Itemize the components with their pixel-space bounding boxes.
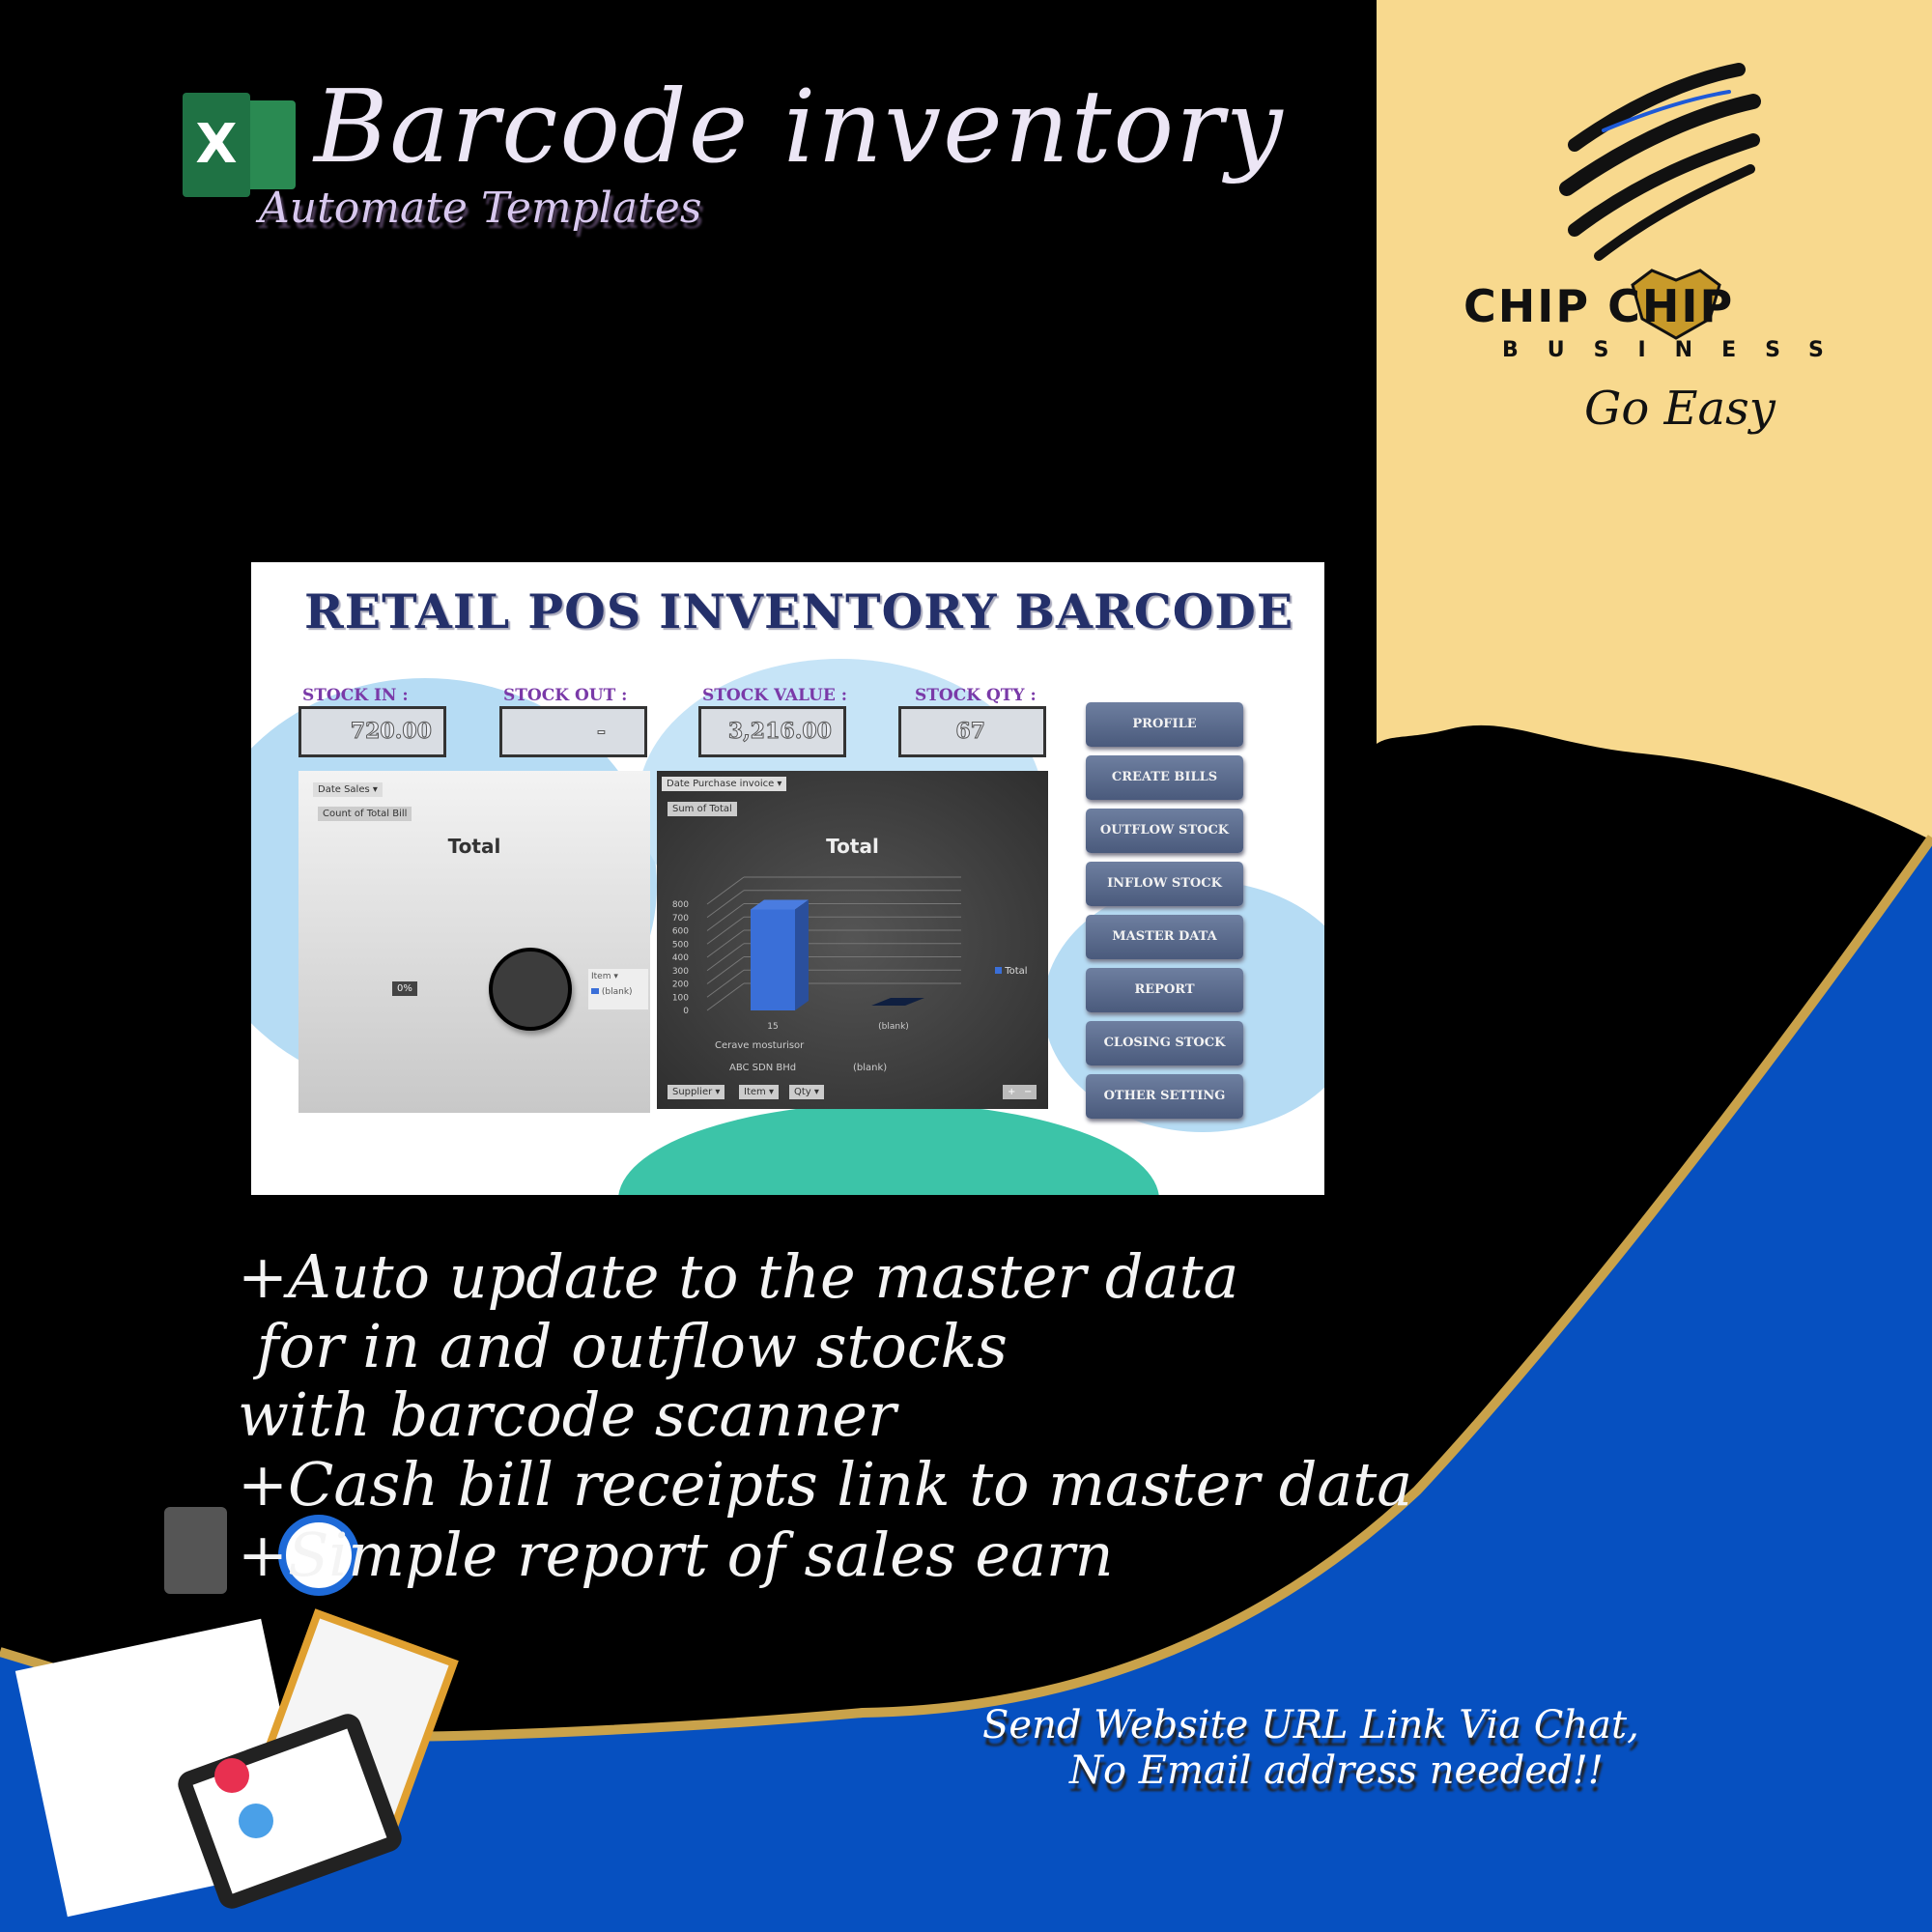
brand-name: CHIP CHIP <box>1463 280 1735 332</box>
page-title: Barcode inventory <box>314 68 1285 185</box>
bar-chart-title: Total <box>826 835 879 858</box>
qty-field-label: Qty <box>794 1087 811 1097</box>
bar <box>751 909 795 1010</box>
y-tick-label: 500 <box>672 940 689 950</box>
feature-line-4: +Cash bill receipts link to master data <box>238 1449 1413 1520</box>
footer-line-1: Send Website URL Link Via Chat, <box>982 1703 1639 1747</box>
y-tick-label: 200 <box>672 980 689 990</box>
gridline-depth <box>706 956 745 984</box>
stock-qty-value: 67 <box>898 706 1046 757</box>
expand-button[interactable]: + <box>1003 1085 1021 1099</box>
gridline-depth <box>706 903 745 931</box>
stock-qty-label: STOCK QTY : <box>915 686 1037 705</box>
gridline-depth <box>706 969 745 998</box>
bear-logo-icon <box>1631 269 1721 340</box>
y-tick-label: 400 <box>672 953 689 963</box>
pie-legend-entry: (blank) <box>601 987 633 997</box>
feature-line-2: for in and outflow stocks <box>238 1311 1008 1381</box>
supplier-field-label: Supplier <box>672 1087 713 1097</box>
stock-out-label: STOCK OUT : <box>503 686 628 705</box>
brand-sub: BUSINESS <box>1502 338 1853 362</box>
y-tick-label: 100 <box>672 993 689 1003</box>
pie-chart-title: Total <box>447 835 501 858</box>
bar <box>871 998 924 1006</box>
y-tick-label: 600 <box>672 927 689 937</box>
x-tick-label: (blank) <box>878 1022 909 1032</box>
bar-top <box>751 899 809 910</box>
inflow-stock-button[interactable]: INFLOW STOCK <box>1086 862 1243 906</box>
stock-in-value: 720.00 <box>298 706 446 757</box>
feature-line-1: +Auto update to the master data <box>238 1241 1239 1312</box>
feature-line-3: with barcode scanner <box>238 1379 896 1450</box>
item-legend-label: Item <box>591 972 611 981</box>
date-purchase-filter[interactable]: Date Purchase invoice ▾ <box>662 777 787 791</box>
stock-in-label: STOCK IN : <box>302 686 409 705</box>
dashboard-screenshot: RETAIL POS INVENTORY BARCODE STOCK IN : … <box>251 562 1324 1195</box>
pie-chart-panel: Date Sales ▾ Count of Total Bill Total 0… <box>298 771 650 1113</box>
bar-legend: Total <box>995 966 1028 977</box>
date-sales-filter-label: Date Sales <box>318 784 370 795</box>
create-bills-button[interactable]: CREATE BILLS <box>1086 755 1243 800</box>
feature-line-5: +Simple report of sales earn <box>238 1520 1114 1590</box>
brand-tagline: Go Easy <box>1584 382 1776 436</box>
stock-out-value: - <box>499 706 647 757</box>
profile-button[interactable]: PROFILE <box>1086 702 1243 747</box>
item-field[interactable]: Item ▾ <box>739 1085 779 1099</box>
x-tick-label: 15 <box>767 1022 778 1032</box>
other-setting-button[interactable]: OTHER SETTING <box>1086 1074 1243 1119</box>
date-sales-filter[interactable]: Date Sales ▾ <box>313 782 383 797</box>
date-purchase-filter-label: Date Purchase invoice <box>667 779 775 789</box>
item-field-label: Item <box>744 1087 766 1097</box>
collapse-button[interactable]: − <box>1019 1085 1037 1099</box>
y-tick-label: 800 <box>672 900 689 910</box>
gridline-depth <box>706 943 745 972</box>
excel-icon: X <box>183 93 296 197</box>
page-subtitle: Automate Templates <box>259 184 702 233</box>
gridline-depth <box>706 929 745 958</box>
pie-slice-blank <box>489 948 572 1031</box>
supplier-field[interactable]: Supplier ▾ <box>668 1085 725 1099</box>
dashboard-title: RETAIL POS INVENTORY BARCODE <box>304 583 1294 639</box>
y-tick-label: 700 <box>672 914 689 923</box>
office-illustration <box>14 1507 459 1918</box>
bar-side <box>795 899 809 1010</box>
y-tick-label: 300 <box>672 967 689 977</box>
claw-marks-icon <box>1559 63 1761 261</box>
stock-value-value: 3,216.00 <box>698 706 846 757</box>
gridline-depth <box>706 916 745 945</box>
sum-total-field[interactable]: Sum of Total <box>668 802 737 816</box>
qty-field[interactable]: Qty ▾ <box>789 1085 824 1099</box>
row-label-supplier-blank: (blank) <box>853 1063 888 1073</box>
row-label-item: Cerave mosturisor <box>715 1040 805 1051</box>
report-button[interactable]: REPORT <box>1086 968 1243 1012</box>
bar-legend-entry: Total <box>1005 966 1028 977</box>
item-legend-filter[interactable]: Item ▾ <box>591 972 618 981</box>
stock-value-label: STOCK VALUE : <box>702 686 848 705</box>
footer-line-2: No Email address needed!! <box>1069 1748 1604 1793</box>
bar-chart-panel: Date Purchase invoice ▾ Sum of Total Tot… <box>657 771 1048 1109</box>
master-data-button[interactable]: MASTER DATA <box>1086 915 1243 959</box>
bar-chart-svg: 0 100 200 300 400 500 600 700 800 15 (blank) <box>672 876 961 1032</box>
pie-data-label: 0% <box>392 981 417 996</box>
y-tick-label: 0 <box>683 1007 689 1016</box>
legend-swatch <box>995 967 1002 974</box>
pie-legend: Item ▾ (blank) <box>588 969 648 1009</box>
outflow-stock-button[interactable]: OUTFLOW STOCK <box>1086 809 1243 853</box>
count-total-bill-field[interactable]: Count of Total Bill <box>318 807 412 821</box>
closing-stock-button[interactable]: CLOSING STOCK <box>1086 1021 1243 1065</box>
legend-swatch <box>591 988 599 994</box>
gridline-depth <box>706 890 745 919</box>
gridline-depth <box>706 982 745 1011</box>
gridline-depth <box>706 876 745 905</box>
row-label-supplier: ABC SDN BHd <box>729 1063 797 1073</box>
